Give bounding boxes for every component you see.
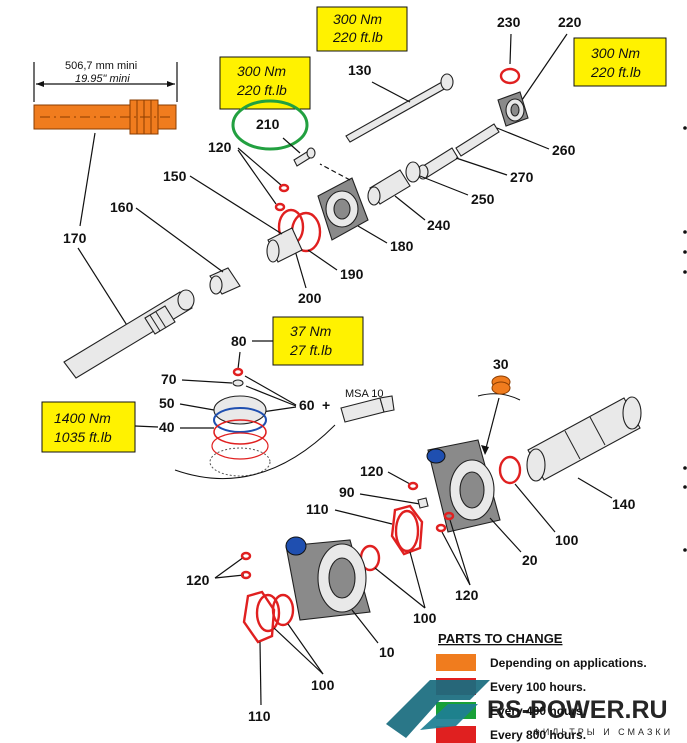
- callout-120-lower-right: 120: [455, 587, 479, 603]
- part-150-plug: [266, 227, 303, 263]
- callout-260: 260: [552, 142, 576, 158]
- callout-200: 200: [298, 290, 322, 306]
- part-160-bushing: [209, 267, 241, 295]
- watermark-logo: RS-POWER.RU ФИЛЬТРЫ И СМАЗКИ: [386, 680, 673, 738]
- callout-120-lower-left: 120: [186, 572, 210, 588]
- callout-100-right: 100: [555, 532, 579, 548]
- callout-120-middle: 120: [360, 463, 384, 479]
- legend-swatch-red-2: [436, 726, 476, 743]
- callout-20: 20: [522, 552, 538, 568]
- callout-100-lower: 100: [311, 677, 335, 693]
- callout-180: 180: [390, 238, 414, 254]
- part-250-washer: [405, 161, 421, 183]
- callout-210: 210: [256, 116, 280, 132]
- dimension-value-imperial: 19.95" mini: [75, 73, 130, 85]
- legend-swatch-orange: [436, 654, 476, 671]
- callout-270: 270: [510, 169, 534, 185]
- callout-120-upper: 120: [208, 139, 232, 155]
- callout-40: 40: [159, 419, 175, 435]
- callout-10: 10: [379, 644, 395, 660]
- torque-box-220: 300 Nm 220 ft.lb: [573, 37, 667, 87]
- callout-160: 160: [110, 199, 134, 215]
- callout-240: 240: [427, 217, 451, 233]
- torque-40-nm: 1400 Nm: [54, 410, 111, 426]
- torque-box-130: 300 Nm 220 ft.lb: [316, 6, 408, 52]
- part-260-pin: [455, 123, 500, 157]
- callout-220: 220: [558, 14, 582, 30]
- callout-250: 250: [471, 191, 495, 207]
- callout-110-upper: 110: [306, 501, 329, 517]
- part-140-barrel: [526, 396, 642, 482]
- callout-90: 90: [339, 484, 355, 500]
- torque-220-ftlb: 220 ft.lb: [590, 64, 641, 80]
- watermark-tagline: ФИЛЬТРЫ И СМАЗКИ: [533, 727, 673, 737]
- dimension-callout: 506,7 mm mini 19.95" mini: [33, 60, 178, 102]
- plus-sign: +: [322, 397, 330, 413]
- callout-230: 230: [497, 14, 521, 30]
- dimension-value: 506,7 mm mini: [65, 60, 137, 72]
- part-220-fitting: [497, 91, 529, 127]
- torque-box-80: 37 Nm 27 ft.lb: [272, 316, 364, 366]
- legend-title: PARTS TO CHANGE: [438, 631, 563, 646]
- torque-210-nm: 300 Nm: [237, 63, 286, 79]
- watermark-brand: RS-POWER.RU: [487, 696, 668, 724]
- callout-110-lower: 110: [248, 708, 271, 724]
- part-210-bolt: [293, 147, 316, 167]
- torque-80-ftlb: 27 ft.lb: [289, 342, 332, 358]
- part-170-orange-sleeve: [33, 99, 177, 135]
- torque-130-ftlb: 220 ft.lb: [332, 29, 383, 45]
- callout-50: 50: [159, 395, 175, 411]
- highlight-circle-210: [231, 99, 309, 151]
- callout-130: 130: [348, 62, 372, 78]
- torque-210-ftlb: 220 ft.lb: [236, 82, 287, 98]
- part-270-spool: [417, 147, 459, 180]
- grease-label: MSA 10: [345, 388, 384, 400]
- part-30-spring: [491, 375, 511, 395]
- part-180-housing: [317, 177, 369, 241]
- torque-220-nm: 300 Nm: [591, 45, 640, 61]
- torque-130-nm: 300 Nm: [333, 11, 382, 27]
- callout-60: 60: [299, 397, 315, 413]
- callout-140: 140: [612, 496, 636, 512]
- callout-150: 150: [163, 168, 187, 184]
- callout-30: 30: [493, 356, 509, 372]
- callout-70: 70: [161, 371, 177, 387]
- legend-item-4: Every 800 hours.: [490, 728, 586, 742]
- callout-80: 80: [231, 333, 247, 349]
- part-40-50-planetary: [209, 395, 271, 477]
- legend-item-3: Every 400 hours.: [490, 704, 586, 718]
- callout-170: 170: [63, 230, 87, 246]
- bullet-column: [683, 126, 687, 552]
- logo-mark-icon: [386, 680, 490, 738]
- part-20-housing: [426, 439, 501, 533]
- callout-190: 190: [340, 266, 364, 282]
- part-10-housing: [285, 536, 371, 621]
- part-240-piston: [367, 169, 411, 206]
- torque-80-nm: 37 Nm: [290, 323, 332, 339]
- part-130-bolt: [345, 73, 454, 143]
- grease-tube: MSA 10: [340, 388, 395, 423]
- torque-40-ftlb: 1035 ft.lb: [54, 429, 112, 445]
- callout-100-middle: 100: [413, 610, 437, 626]
- part-170-shaft: [63, 289, 195, 379]
- legend-item-1: Depending on applications.: [490, 656, 647, 670]
- legend-item-2: Every 100 hours.: [490, 680, 586, 694]
- torque-box-40: 1400 Nm 1035 ft.lb: [41, 401, 136, 453]
